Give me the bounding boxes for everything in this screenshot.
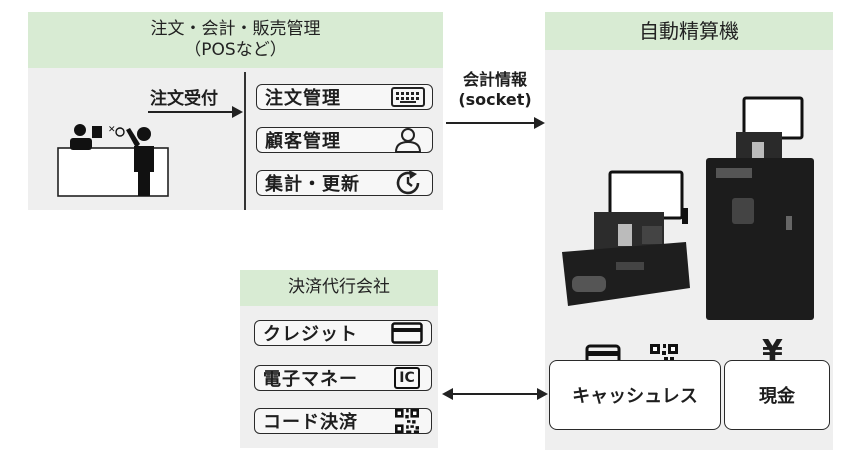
- credit-card-icon: [389, 321, 425, 345]
- socket-label-line2: (socket): [458, 90, 532, 109]
- counter-illustration: ✕: [56, 112, 176, 198]
- pos-item-order-management: 注文管理: [256, 84, 433, 110]
- socket-label-line1: 会計情報: [462, 70, 527, 89]
- payment-item-label: クレジット: [263, 324, 358, 345]
- pos-item-aggregate-update: 集計・更新: [256, 170, 433, 196]
- pos-item-label: 注文管理: [265, 88, 341, 109]
- ic-card-icon: IC: [389, 366, 425, 390]
- payment-item-credit: クレジット: [254, 320, 432, 346]
- cash-button-label: 現金: [759, 386, 795, 407]
- payment-item-emoney: 電子マネー IC: [254, 365, 432, 391]
- order-reception-arrow: [148, 104, 244, 118]
- order-reception-label: 注文受付: [150, 89, 218, 109]
- pos-panel-subtitle: （POSなど）: [184, 40, 287, 60]
- kiosk-panel-header: 自動精算機: [545, 12, 833, 50]
- kiosk-panel-title: 自動精算機: [639, 18, 739, 43]
- qr-code-icon: [389, 409, 425, 433]
- pos-panel-header: 注文・会計・販売管理 （POSなど）: [28, 12, 443, 68]
- payment-provider-title: 決済代行会社: [288, 277, 390, 298]
- cash-button[interactable]: 現金: [724, 360, 830, 430]
- payment-item-code: コード決済: [254, 408, 432, 434]
- yen-icon: ¥: [762, 334, 783, 369]
- ic-card-text: IC: [394, 367, 420, 389]
- kiosk-machines-illustration: [556, 92, 826, 324]
- pos-item-customer-management: 顧客管理: [256, 127, 433, 153]
- socket-arrow: [446, 115, 546, 129]
- svg-text:✕: ✕: [108, 125, 116, 135]
- clock-refresh-icon: [390, 170, 426, 195]
- payment-item-label: コード決済: [263, 412, 358, 433]
- person-icon: [390, 128, 426, 153]
- pos-item-label: 顧客管理: [265, 131, 341, 152]
- cashless-button-label: キャッシュレス: [572, 386, 698, 407]
- payment-item-label: 電子マネー: [263, 369, 358, 390]
- keyboard-icon: [390, 85, 426, 109]
- provider-kiosk-arrow: [442, 386, 548, 400]
- pos-panel-title: 注文・会計・販売管理: [150, 18, 321, 39]
- cashless-button[interactable]: キャッシュレス: [549, 360, 721, 430]
- payment-provider-header: 決済代行会社: [240, 270, 438, 306]
- pos-item-label: 集計・更新: [265, 174, 360, 195]
- socket-label: 会計情報 (socket): [450, 70, 540, 110]
- pos-divider: [244, 72, 246, 210]
